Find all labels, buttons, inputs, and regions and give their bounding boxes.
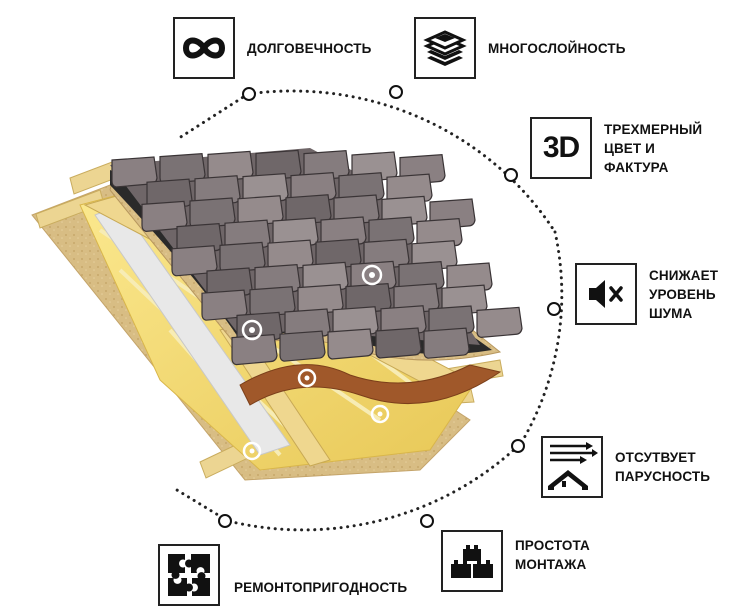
building-blocks-icon [441,530,503,592]
feature-label-installation: ПРОСТОТА МОНТАЖА [515,538,590,572]
focus-marker-dot [377,411,383,417]
ring-marker [504,168,518,182]
focus-marker [361,264,383,286]
ring-marker [547,302,561,316]
focus-marker-dot [304,375,310,381]
feature-label-wind: ОТСУТВУЕТ ПАРУСНОСТЬ [615,450,711,484]
ring-marker [218,514,232,528]
speaker-mute-icon [575,263,637,325]
feature-label-durability: ДОЛГОВЕЧНОСТЬ [247,40,372,56]
focus-marker-dot [369,272,375,278]
wind-house-icon [541,436,603,498]
focus-marker-dot [249,327,255,333]
feature-noise: СНИЖАЕТ УРОВЕНЬ ШУМА [575,263,718,325]
ring-marker [511,439,525,453]
focus-marker [370,404,390,424]
focus-marker [241,319,263,341]
3d-icon-text: 3D [542,131,580,164]
feature-multilayer: МНОГОСЛОЙНОСТЬ [414,17,626,79]
shingle-tile [476,306,523,339]
focus-marker-dot [249,448,255,454]
focus-marker [242,441,262,461]
ring-marker [389,85,403,99]
focus-marker [297,368,317,388]
puzzle-icon [158,544,220,606]
3d-icon: 3D [530,117,592,179]
feature-label-multilayer: МНОГОСЛОЙНОСТЬ [488,40,626,56]
feature-wind: ОТСУТВУЕТ ПАРУСНОСТЬ [541,436,710,498]
feature-3d-color: 3D ТРЕХМЕРНЫЙ ЦВЕТ И ФАКТУРА [530,117,702,179]
feature-label-repairability: РЕМОНТОПРИГОДНОСТЬ [234,579,408,595]
underlay-brown [239,364,502,406]
shingle-tile [279,330,326,362]
feature-durability: ДОЛГОВЕЧНОСТЬ [173,17,371,79]
shingle-tile [231,333,278,366]
feature-repairability: РЕМОНТОПРИГОДНОСТЬ [158,544,407,606]
feature-label-3d-color: ТРЕХМЕРНЫЙ ЦВЕТ И ФАКТУРА [604,121,703,175]
shingle-tile [327,328,374,360]
shingle-tile [423,327,470,359]
shingle-tile [375,327,422,359]
feature-label-noise: СНИЖАЕТ УРОВЕНЬ ШУМА [649,267,719,321]
infinity-icon [173,17,235,79]
ring-marker [420,514,434,528]
layers-icon [414,17,476,79]
ring-marker [242,87,256,101]
feature-installation: ПРОСТОТА МОНТАЖА [441,530,590,592]
